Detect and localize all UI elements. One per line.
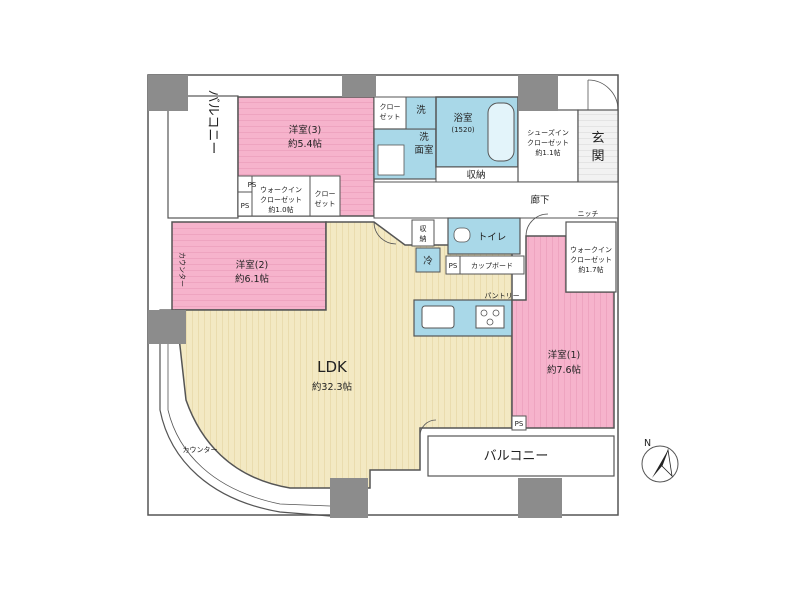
wash-mark: 洗 (416, 104, 426, 116)
western2-name: 洋室(2) (236, 259, 268, 271)
curved-counter (159, 309, 331, 517)
fridge (415, 247, 441, 273)
bath-size: (1520) (451, 126, 475, 134)
closet-mid-label-2: ゼット (315, 199, 336, 208)
toilet-label: トイレ (478, 232, 507, 243)
door-arc (373, 221, 397, 245)
closet-top-label-2: ゼット (380, 112, 401, 121)
wic2-label-3: 約1.7帖 (578, 265, 603, 274)
ldk-size: 約32.3帖 (312, 381, 353, 393)
room-western2 (171, 221, 327, 311)
cupboard-label: カップボード (471, 262, 513, 270)
column (330, 478, 368, 518)
entrance-label-2: 関 (591, 149, 604, 164)
door-arc (419, 419, 437, 437)
pantry-label: パントリー (484, 292, 519, 300)
column (148, 75, 188, 111)
storage-small-label-2: 納 (420, 234, 427, 243)
cupboard (459, 255, 525, 275)
ps-south (511, 415, 527, 431)
counter-west-label: カウンター (178, 252, 187, 287)
western1-size: 約7.6帖 (547, 364, 582, 376)
shoes-label-1: シューズイン (527, 128, 569, 137)
wic1-label-2: クローゼット (260, 195, 302, 204)
washroom-label-2: 面室 (414, 144, 433, 156)
western3-name: 洋室(3) (289, 124, 321, 136)
walk-in-closet-2 (565, 221, 617, 293)
bathtub (487, 102, 515, 162)
ps-south-label: PS (515, 420, 524, 428)
western1-name: 洋室(1) (548, 349, 580, 361)
door-arc (587, 79, 619, 111)
storage-small (411, 219, 435, 247)
balcony-south (427, 435, 615, 477)
bath-name: 浴室 (453, 112, 472, 124)
column (518, 75, 558, 111)
shoes-label-3: 約1.1帖 (535, 148, 560, 157)
storage-label: 収納 (466, 169, 485, 181)
fridge-label: 冷 (423, 255, 433, 267)
door-arc (525, 213, 549, 237)
ps-west-label: PS (248, 181, 257, 189)
storage-small-label-1: 収 (420, 225, 427, 233)
western2-size: 約6.1帖 (235, 273, 270, 285)
column (148, 310, 186, 344)
column (342, 75, 376, 97)
closet-mid-label-1: クロー (315, 190, 336, 198)
hallway (373, 181, 619, 219)
ldk-name: LDK (317, 358, 348, 376)
balcony-west (167, 95, 239, 219)
entrance-label-1: 玄 (591, 131, 604, 146)
balcony-west-label-1: バルコニー (205, 90, 220, 155)
closet-top-label-1: クロー (380, 103, 401, 111)
western3-size: 約5.4帖 (288, 138, 323, 150)
walk-in-closet-1 (251, 175, 311, 217)
ps-west-label-2: PS (241, 202, 250, 210)
outer-wall (147, 74, 619, 516)
washroom-label-1: 洗 (419, 131, 429, 143)
entrance (577, 109, 619, 183)
closet-mid (309, 175, 341, 217)
north-arrow: N (641, 438, 679, 483)
wic1-label-3: 約1.0帖 (268, 205, 293, 214)
wic2-label-1: ウォークイン (570, 246, 612, 254)
balcony-south-label: バルコニー (484, 449, 549, 464)
wic1-label-1: ウォークイン (260, 186, 302, 194)
hallway-label: 廊下 (530, 194, 549, 206)
column (518, 478, 562, 518)
north-label: N (644, 438, 651, 449)
wic2-label-2: クローゼット (570, 255, 612, 264)
niche-label: ニッチ (578, 210, 599, 218)
ps-kitchen-label: PS (449, 262, 458, 270)
counter-bottom-label: カウンター (183, 445, 218, 454)
shoes-label-2: クローゼット (527, 138, 569, 147)
